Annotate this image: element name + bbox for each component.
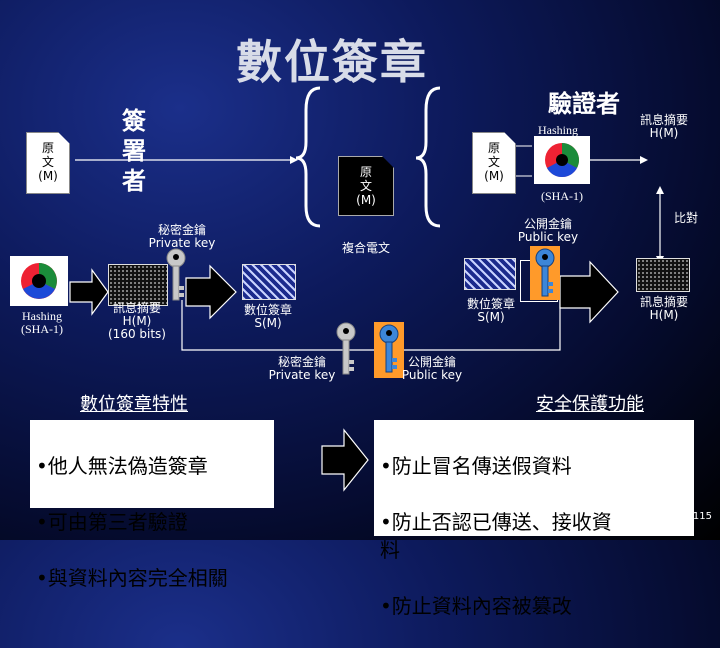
hashing-wheel-icon bbox=[10, 256, 68, 306]
arrow-icon bbox=[559, 260, 619, 324]
security-item: •防止冒名傳送假資料 bbox=[380, 454, 572, 478]
arrow-icon bbox=[69, 268, 109, 316]
arrow-icon bbox=[321, 428, 369, 492]
verifier-title: 驗證者 bbox=[548, 90, 620, 118]
feature-item: •與資料內容完全相關 bbox=[36, 566, 228, 590]
original-doc-middle: 原 文 (M) bbox=[338, 156, 394, 216]
signature-label-right: 數位簽章 S(M) bbox=[466, 297, 515, 324]
hashing-label-left: Hashing (SHA-1) bbox=[21, 309, 63, 336]
key-icon bbox=[336, 322, 356, 375]
features-panel: •他人無法偽造簽章 •可由第三者驗證 •與資料內容完全相關 bbox=[30, 420, 274, 590]
features-heading: 數位簽章特性 bbox=[80, 394, 188, 415]
key-icon bbox=[379, 324, 399, 373]
security-item: •防止否認已傳送、接收資 料 bbox=[380, 510, 612, 562]
digest-label-top-right: 訊息摘要 H(M) bbox=[639, 113, 688, 140]
public-key-label-top: 公開金鑰 Public key bbox=[517, 217, 579, 244]
security-item: •防止資料內容被篡改 bbox=[380, 594, 572, 618]
brace-icon bbox=[295, 86, 321, 228]
brace-icon bbox=[415, 86, 441, 228]
private-key-label-top: 秘密金鑰 Private key bbox=[148, 223, 216, 250]
arrow-icon bbox=[640, 156, 648, 164]
signature-box-right bbox=[464, 258, 516, 290]
digest-box-right bbox=[636, 258, 690, 292]
security-heading: 安全保護功能 bbox=[536, 394, 644, 415]
arrow-icon bbox=[290, 156, 298, 164]
feature-item: •他人無法偽造簽章 bbox=[36, 454, 208, 478]
private-key-label-bottom: 秘密金鑰 Private key bbox=[268, 355, 336, 382]
public-key-label-bottom: 公開金鑰 Public key bbox=[401, 355, 463, 382]
hashing-wheel-icon bbox=[534, 136, 590, 184]
digest-label-left: 訊息摘要 H(M) (160 bits) bbox=[108, 301, 166, 341]
sha-inverse-label: (SHA-1) bbox=[541, 189, 583, 203]
signature-label-left: 數位簽章 S(M) bbox=[243, 303, 292, 330]
original-doc-left: 原 文 (M) bbox=[26, 132, 70, 194]
page-number: 115 bbox=[692, 511, 712, 522]
feature-item: •可由第三者驗證 bbox=[36, 510, 188, 534]
security-panel: •防止冒名傳送假資料 •防止否認已傳送、接收資 料 •防止資料內容被篡改 bbox=[374, 420, 694, 618]
digest-box-left bbox=[108, 264, 168, 306]
arrow-icon bbox=[185, 264, 237, 320]
digest-label-bottom-right: 訊息摘要 H(M) bbox=[639, 295, 688, 322]
compare-label: 比對 bbox=[673, 211, 698, 225]
flow-connectors bbox=[69, 86, 648, 492]
original-doc-right: 原 文 (M) bbox=[472, 132, 516, 194]
composite-message-label: 複合電文 bbox=[341, 241, 390, 255]
hashing-label-right: Hashing bbox=[538, 123, 578, 137]
key-icon bbox=[166, 248, 186, 301]
page-title: 數位簽章 bbox=[236, 35, 428, 89]
signature-box-left bbox=[242, 264, 296, 300]
key-icon bbox=[535, 248, 555, 297]
